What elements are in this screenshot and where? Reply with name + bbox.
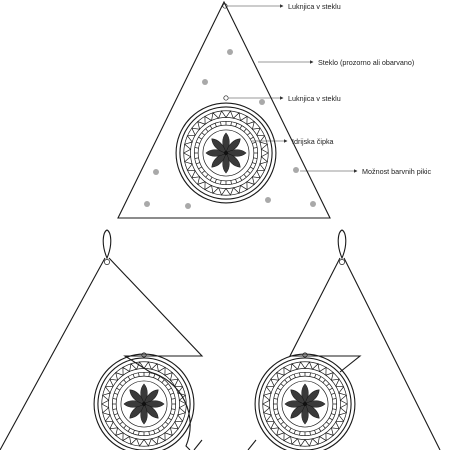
color-dot — [265, 197, 271, 203]
lace-medallion — [175, 95, 277, 204]
lace-petal — [290, 389, 306, 405]
bottom-right-pendant — [247, 229, 441, 450]
color-dot — [310, 201, 316, 207]
color-dot — [153, 169, 159, 175]
pendant-hole — [104, 259, 110, 265]
label-hole-top: Luknjica v steklu — [288, 2, 341, 11]
lace-medallion — [254, 352, 356, 450]
lace-hole — [141, 352, 147, 358]
pendant-outline — [247, 257, 441, 450]
top-hole — [222, 3, 228, 9]
lace-hole — [223, 95, 229, 101]
hanging-loop — [102, 229, 112, 260]
bottom-left-pendant — [0, 229, 204, 450]
label-glass: Steklo (prozorno ali obarvano) — [318, 58, 414, 67]
color-dot — [227, 49, 233, 55]
lace-hole — [302, 352, 308, 358]
top-pendant: Luknjica v steklu Steklo (prozorno ali o… — [117, 0, 432, 219]
annotations: Luknjica v steklu Steklo (prozorno ali o… — [228, 2, 432, 176]
lace-medallion — [93, 352, 195, 450]
hanging-loop — [337, 229, 347, 260]
color-dot — [259, 99, 265, 105]
pendant-outline — [0, 257, 204, 450]
color-dots — [144, 49, 316, 209]
label-lace: Idrijska čipka — [292, 137, 334, 146]
lace-petal — [211, 138, 227, 154]
lace-petal — [129, 389, 145, 405]
label-hole-lace: Luknjica v steklu — [288, 94, 341, 103]
color-dot — [144, 201, 150, 207]
pendant-hole — [339, 259, 345, 265]
color-dot — [202, 79, 208, 85]
glass-triangle — [117, 0, 331, 219]
label-dots: Možnost barvnih pikic — [362, 167, 432, 176]
color-dot — [185, 203, 191, 209]
color-dot — [293, 167, 299, 173]
